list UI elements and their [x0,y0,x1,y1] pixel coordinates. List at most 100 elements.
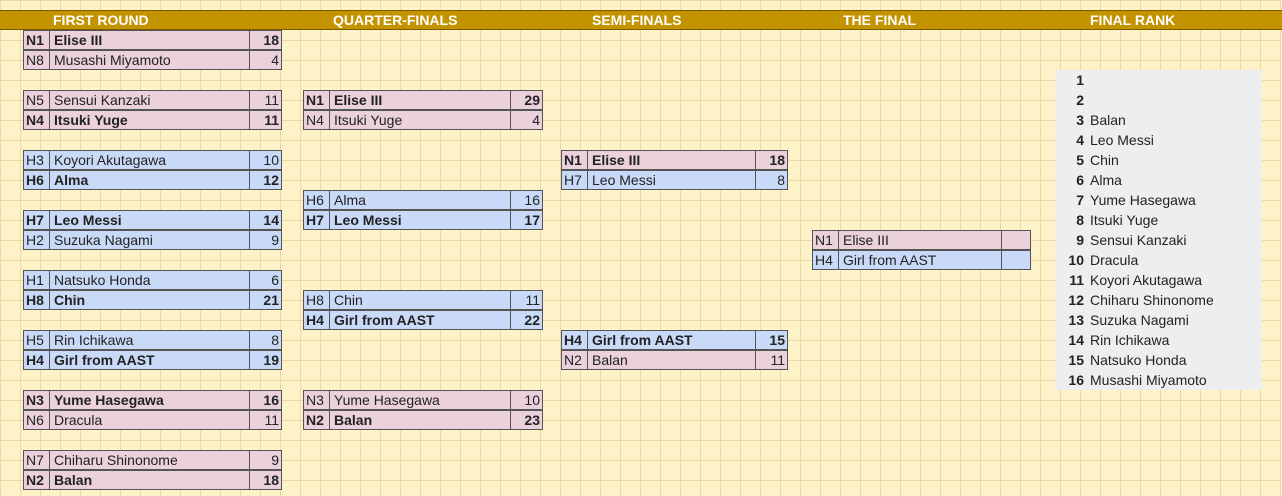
rank-position: 11 [1069,272,1084,288]
player-name: Dracula [54,412,103,428]
player-score: 11 [755,351,787,369]
seed-label: N1 [562,151,588,169]
round-header-bar: FIRST ROUND QUARTER-FINALS SEMI-FINALS T… [0,10,1282,30]
seed-label: H4 [24,351,50,369]
player-name: Girl from AAST [54,352,155,368]
player-name: Girl from AAST [334,312,435,328]
rank-position: 10 [1068,252,1084,268]
player-score: 18 [249,31,281,49]
player-score: 4 [249,51,281,69]
seed-label: H8 [24,291,50,309]
rank-position: 9 [1076,232,1084,248]
rank-position: 16 [1068,372,1084,388]
player-name: Chiharu Shinonome [54,452,178,468]
player-score: 10 [510,391,542,409]
header-the-final: THE FINAL [843,12,917,28]
player-name: Leo Messi [334,212,402,228]
player-score: 18 [755,151,787,169]
seed-label: N3 [24,391,50,409]
player-name: Rin Ichikawa [54,332,134,348]
rank-player-name: Chiharu Shinonome [1090,292,1214,308]
player-score: 11 [249,411,281,429]
seed-label: H6 [304,191,330,209]
player-name: Itsuki Yuge [54,112,128,128]
player-score: 21 [249,291,281,309]
seed-label: H4 [304,311,330,329]
player-name: Elise III [334,92,383,108]
seed-label: H5 [24,331,50,349]
rank-position: 7 [1076,192,1084,208]
player-score: 11 [249,111,281,129]
player-name: Balan [334,412,373,428]
rank-player-name: Rin Ichikawa [1090,332,1170,348]
player-name: Alma [54,172,89,188]
player-score: 6 [249,271,281,289]
player-score: 9 [249,231,281,249]
player-name: Suzuka Nagami [54,232,153,248]
player-score: 23 [510,411,542,429]
player-name: Yume Hasegawa [54,392,164,408]
player-score: 17 [510,211,542,229]
player-name: Balan [592,352,628,368]
player-score: 18 [249,471,281,489]
seed-label: N1 [813,231,839,249]
seed-label: N2 [562,351,588,369]
player-name: Sensui Kanzaki [54,92,151,108]
player-score: 11 [249,91,281,109]
player-name: Balan [54,472,93,488]
player-score: 9 [249,451,281,469]
rank-player-name: Itsuki Yuge [1090,212,1159,228]
rank-position: 15 [1068,352,1084,368]
seed-label: H2 [24,231,50,249]
seed-label: N8 [24,51,50,69]
rank-player-name: Balan [1090,112,1126,128]
rank-player-name: Leo Messi [1090,132,1154,148]
rank-row: 1 [1055,70,1262,90]
rank-position: 2 [1076,92,1084,108]
player-score: 8 [249,331,281,349]
player-score: 8 [755,171,787,189]
header-first-round: FIRST ROUND [53,12,149,28]
player-name: Musashi Miyamoto [54,52,171,68]
seed-label: N4 [24,111,50,129]
player-score: 15 [755,331,787,349]
seed-label: N2 [24,471,50,489]
seed-label: N6 [24,411,50,429]
rank-player-name: Alma [1090,172,1122,188]
player-name: Chin [334,292,363,308]
seed-label: N2 [304,411,330,429]
player-name: Natsuko Honda [54,272,151,288]
player-score [1001,251,1030,269]
rank-player-name: Natsuko Honda [1090,352,1187,368]
